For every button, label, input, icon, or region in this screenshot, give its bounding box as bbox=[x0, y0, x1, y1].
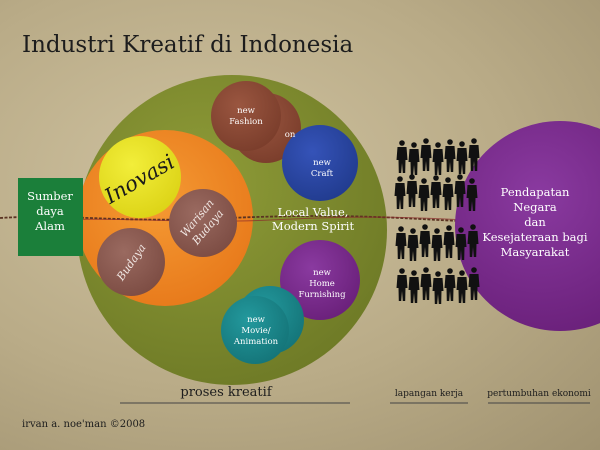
warisan-budaya-circle bbox=[169, 189, 237, 257]
pertumbuhan-ekonomi-caption: pertumbuhan ekonomi bbox=[487, 389, 591, 399]
svg-text:dan: dan bbox=[524, 215, 546, 229]
fashion-back-fragment: on bbox=[285, 130, 296, 140]
svg-text:Movie/: Movie/ bbox=[241, 326, 270, 336]
credit-text: irvan a. noe'man ©2008 bbox=[22, 419, 146, 430]
lapangan-kerja-caption: lapangan kerja bbox=[394, 389, 464, 399]
sumber-daya-alam-box bbox=[18, 178, 83, 256]
svg-text:Pendapatan: Pendapatan bbox=[501, 185, 570, 199]
budaya-circle bbox=[97, 228, 165, 296]
svg-text:Kesejateraan bagi: Kesejateraan bagi bbox=[482, 230, 587, 244]
sumber-daya-alam-label: Sumber daya Alam bbox=[27, 189, 73, 233]
svg-text:Sumber: Sumber bbox=[27, 189, 73, 203]
new-movie-animation-label: new Movie/ Animation bbox=[233, 315, 279, 347]
svg-text:Negara: Negara bbox=[513, 200, 557, 214]
svg-text:Craft: Craft bbox=[311, 169, 334, 179]
svg-text:Masyarakat: Masyarakat bbox=[501, 245, 570, 259]
new-fashion-label: new Fashion bbox=[229, 106, 263, 127]
page-title: Industri Kreatif di Indonesia bbox=[22, 32, 354, 58]
svg-text:new: new bbox=[247, 315, 266, 325]
svg-text:Modern Spirit: Modern Spirit bbox=[272, 219, 355, 233]
pendapatan-circle bbox=[455, 121, 600, 331]
svg-text:Alam: Alam bbox=[34, 219, 65, 233]
home-furnishing-circle bbox=[280, 240, 360, 320]
svg-text:new: new bbox=[313, 268, 332, 278]
svg-text:Home: Home bbox=[309, 279, 335, 289]
craft-circle bbox=[282, 125, 358, 201]
svg-text:new: new bbox=[237, 106, 256, 116]
pendapatan-label: Pendapatan Negara dan Kesejateraan bagi … bbox=[482, 185, 587, 259]
local-value-label: Local Value, Modern Spirit bbox=[272, 205, 355, 233]
inovasi-circle bbox=[99, 136, 181, 218]
new-craft-label: new Craft bbox=[311, 158, 334, 179]
svg-text:Furnishing: Furnishing bbox=[298, 290, 346, 300]
svg-text:Local Value,: Local Value, bbox=[278, 205, 349, 219]
svg-text:Fashion: Fashion bbox=[229, 117, 263, 127]
fashion-circle bbox=[211, 81, 281, 151]
movie-circle bbox=[221, 296, 289, 364]
svg-text:Animation: Animation bbox=[233, 337, 279, 347]
proses-kreatif-caption: proses kreatif bbox=[180, 385, 272, 400]
new-home-furnishing-label: new Home Furnishing bbox=[298, 268, 346, 300]
svg-text:new: new bbox=[313, 158, 332, 168]
svg-text:daya: daya bbox=[36, 204, 64, 218]
